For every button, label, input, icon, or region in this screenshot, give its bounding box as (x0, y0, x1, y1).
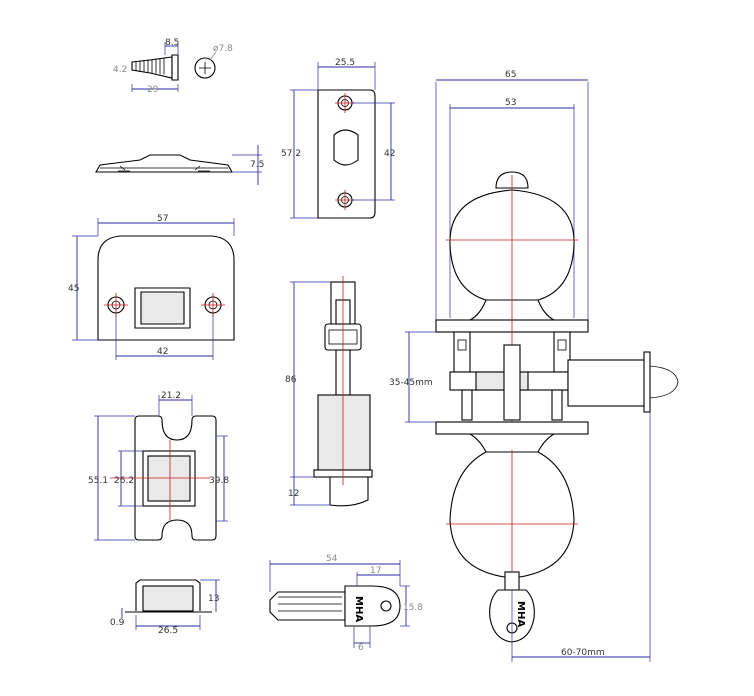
strike-box: 21.2 55.1 26.2 39.8 (88, 391, 229, 541)
latch-thickness-label: 12 (288, 489, 299, 499)
plate-height-label: 7.5 (250, 160, 264, 170)
screw-drawing: 8.5 29 4.2 ø7.8 (113, 38, 233, 95)
rose-outer-label: 65 (505, 70, 516, 80)
key-drawing: MHA 54 17 15.8 6 (269, 554, 423, 653)
box-inner-height-label: 26.2 (114, 476, 134, 486)
knob-key-brand-label: MHA (515, 601, 526, 627)
strike-plate: 57 45 42 (68, 214, 235, 360)
latch-length-label: 86 (285, 375, 297, 385)
box-depth-label: 39.8 (209, 476, 229, 486)
strike-width-label: 57 (157, 214, 168, 224)
latch-plate-height-label: 57.2 (281, 149, 301, 159)
screw-length-label: 29 (147, 85, 159, 95)
strike-box-side: 13 26.5 0.9 (110, 579, 220, 636)
strike-spacing-label: 42 (157, 347, 168, 357)
latch-plate-spacing-label: 42 (384, 149, 395, 159)
key-length-label: 54 (326, 554, 338, 564)
key-height-label: 15.8 (403, 603, 423, 613)
box-height-label: 55.1 (88, 476, 108, 486)
strike-height-label: 45 (68, 284, 79, 294)
key-brand-label: MHA (353, 596, 364, 622)
latch-face-plate: 25.5 57.2 42 (281, 58, 395, 219)
cup-width-label: 26.5 (158, 626, 178, 636)
cup-lip-label: 0.9 (110, 618, 125, 628)
latch-plate-width-label: 25.5 (335, 58, 355, 68)
screw-shank-label: 4.2 (113, 65, 127, 75)
cup-height-label: 13 (208, 594, 219, 604)
latch-side-view: 86 12 (285, 276, 373, 507)
face-plate-side: 7.5 (95, 145, 264, 185)
key-head-width-label: 17 (370, 566, 381, 576)
screw-top-label: 8.5 (165, 38, 179, 48)
screw-head-dia-label: ø7.8 (213, 44, 233, 54)
rose-inner-label: 53 (505, 98, 516, 108)
door-thickness-label: 35-45mm (389, 378, 433, 388)
knob-assembly: 65 53 35-45mm (389, 70, 679, 662)
box-width-label: 21.2 (161, 391, 181, 401)
backset-label: 60-70mm (561, 648, 605, 658)
key-bow-label: 6 (358, 643, 364, 653)
